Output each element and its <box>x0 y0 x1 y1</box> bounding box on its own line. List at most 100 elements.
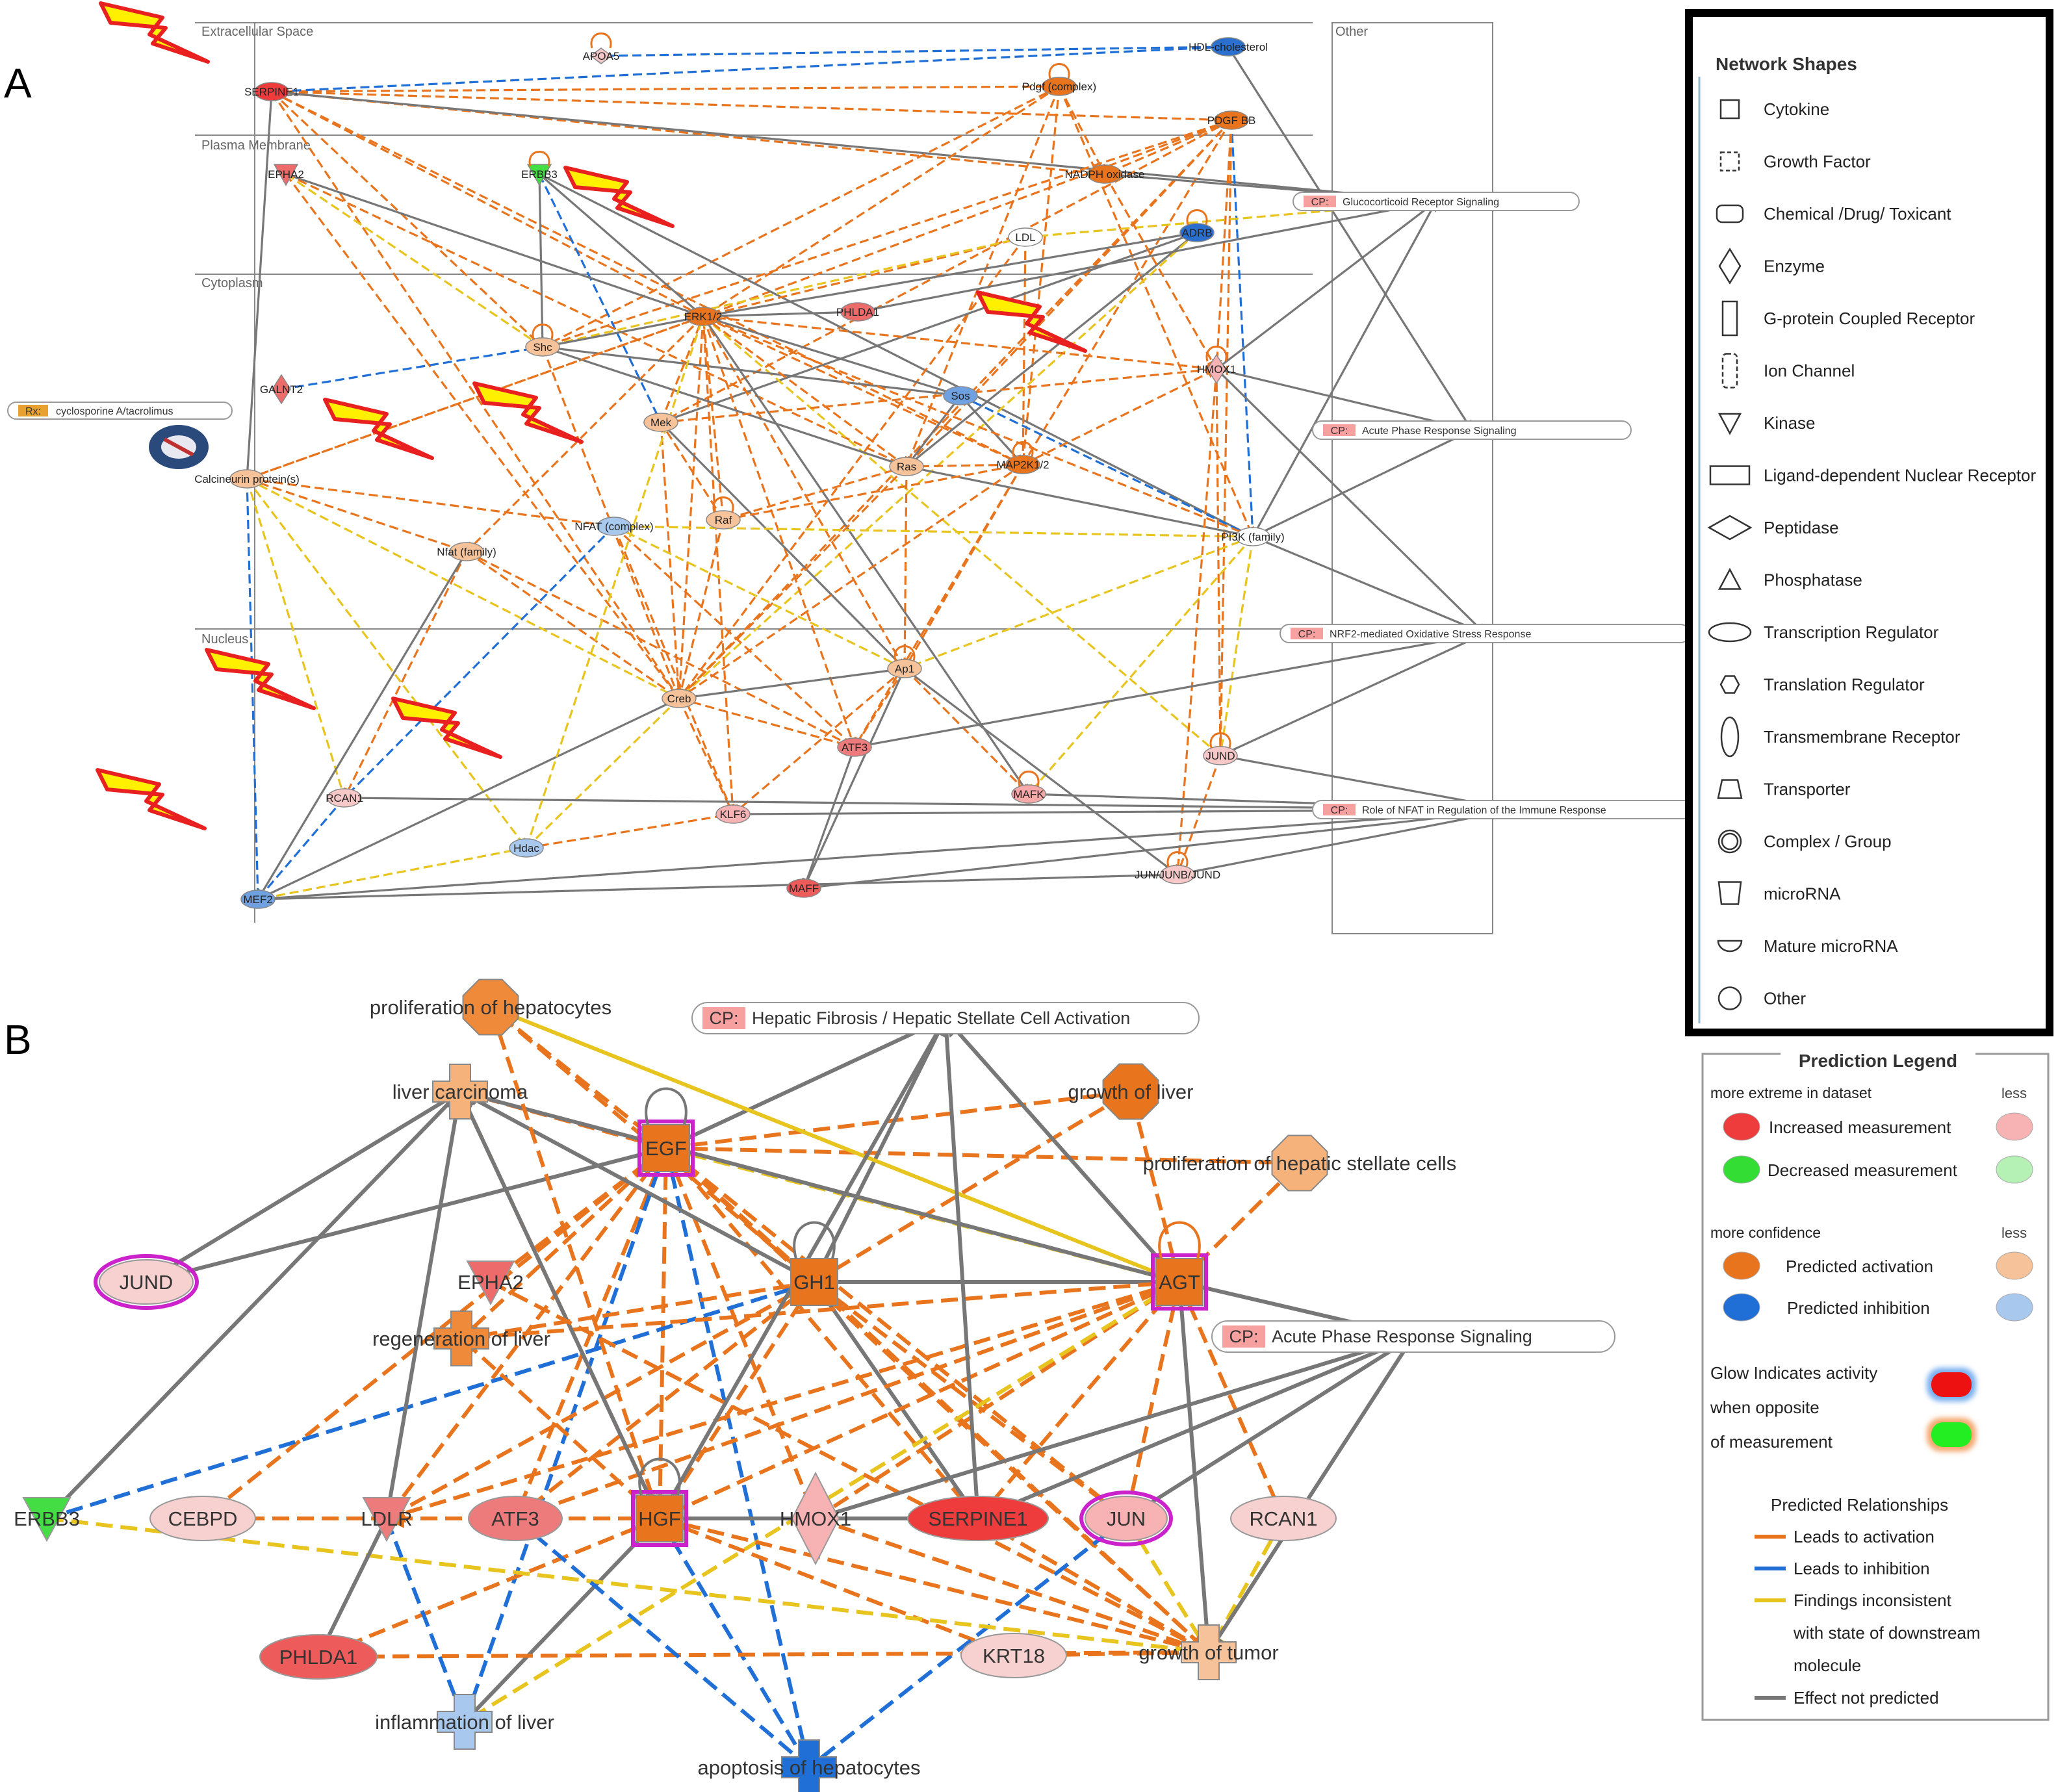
edge-pdgfbb-creb <box>678 119 1233 700</box>
prediction-legend: Prediction Legend more extreme in datase… <box>1701 1046 2050 1721</box>
b-shape-prolstell <box>1271 1134 1328 1192</box>
edge-serpine1-shc <box>270 90 544 348</box>
a-node-galnt2[interactable]: GALNT2 <box>260 374 303 405</box>
a-node-junjunbjund[interactable]: JUN/JUNB/JUND <box>1135 851 1220 884</box>
a-node-rcan1[interactable]: RCAN1 <box>326 788 363 808</box>
decreased-less-swatch <box>1996 1155 2033 1184</box>
a-shape-ap1 <box>887 659 922 678</box>
b-node-serpine1[interactable]: SERPINE1 <box>907 1496 1049 1541</box>
b-node-atf3[interactable]: ATF3 <box>468 1496 563 1541</box>
edge-calcineurin-nfatf <box>246 478 468 554</box>
a-node-pi3k[interactable]: PI3K (family) <box>1221 527 1285 546</box>
a-node-hdac[interactable]: Hdac <box>509 838 544 858</box>
b-pathway-cpB2[interactable]: CP:Acute Phase Response Signaling <box>1211 1320 1615 1353</box>
a-node-creb[interactable]: Creb <box>662 689 697 708</box>
a-node-ras[interactable]: Ras <box>889 457 924 476</box>
b-node-jun[interactable]: JUN <box>1079 1491 1173 1546</box>
a-pathway-cpA3[interactable]: CP:NRF2-mediated Oxidative Stress Respon… <box>1280 624 1690 643</box>
b-node-krt18[interactable]: KRT18 <box>960 1633 1067 1678</box>
a-node-klf6[interactable]: KLF6 <box>715 804 751 824</box>
b-node-apophep[interactable]: apoptosis of hepatocytes <box>698 1739 921 1792</box>
a-label-ldl: LDL <box>1015 231 1035 244</box>
b-node-growliver[interactable]: growth of liver <box>1068 1063 1194 1120</box>
a-node-mafk[interactable]: MAFK <box>1011 771 1046 804</box>
a-node-phlda1[interactable]: PHLDA1 <box>836 302 879 322</box>
b-node-regliver[interactable]: regeneration of liver <box>372 1311 550 1366</box>
decreased-swatch <box>1723 1155 1760 1184</box>
b-node-agt[interactable]: AGT <box>1151 1221 1208 1311</box>
a-node-hmox1[interactable]: HMOX1 <box>1197 346 1236 385</box>
b-node-erbb3[interactable]: ERBB3 <box>14 1497 80 1542</box>
b-node-growtumor[interactable]: growth of tumor <box>1138 1624 1279 1680</box>
edge-nfatc-rcan1 <box>340 525 615 802</box>
a-node-pdgfc[interactable]: Pdgf (complex) <box>1022 63 1096 96</box>
a-node-epha2[interactable]: EPHA2 <box>268 164 304 186</box>
shape-legend-label-6: Kinase <box>1764 413 1816 433</box>
a-node-erbb3[interactable]: ERBB3 <box>521 151 558 186</box>
a-node-apoa5[interactable]: APOA5 <box>583 32 620 64</box>
b-shape-inflliver <box>437 1694 493 1750</box>
a-node-nfatc[interactable]: NFAT (complex) <box>574 517 654 536</box>
shape-legend-label-4: G-protein Coupled Receptor <box>1764 309 1975 328</box>
b-node-livcarc[interactable]: liver carcinoma <box>392 1064 528 1120</box>
a-node-hdl[interactable]: HDL-cholesterol <box>1189 37 1268 57</box>
a-node-atf3[interactable]: ATF3 <box>837 737 872 757</box>
b-label-regliver: regeneration of liver <box>372 1327 550 1350</box>
a-pathway-cpA4[interactable]: CP:Role of NFAT in Regulation of the Imm… <box>1312 800 1716 819</box>
b-node-epha2[interactable]: EPHA2 <box>457 1261 524 1306</box>
a-node-ap1[interactable]: Ap1 <box>887 645 922 678</box>
edge-creb-klf6 <box>678 698 734 815</box>
b-label-egf: EGF <box>645 1137 687 1160</box>
a-shape-hdl <box>1211 37 1246 57</box>
shape-legend-label-0: Cytokine <box>1764 99 1829 119</box>
rel-activation-label: Leads to activation <box>1794 1527 1935 1546</box>
a-node-maff[interactable]: MAFF <box>786 878 821 898</box>
a-node-adrb[interactable]: ADRB <box>1179 209 1215 242</box>
a-node-mef2[interactable]: MEF2 <box>240 890 276 909</box>
a-node-pdgfbb[interactable]: PDGF BB <box>1207 110 1256 130</box>
a-node-ldl[interactable]: LDL <box>1008 227 1043 247</box>
b-node-ldlr[interactable]: LDLR <box>361 1497 413 1542</box>
a-label-mek: Mek <box>650 416 672 429</box>
b-node-rcan1[interactable]: RCAN1 <box>1230 1496 1337 1541</box>
drug-node[interactable]: Rx: cyclosporine A/tacrolimus <box>7 402 233 420</box>
b-node-phlda1[interactable]: PHLDA1 <box>259 1634 378 1680</box>
rel-inconsistent-line-3: molecule <box>1794 1656 1861 1675</box>
region-nucleus: Nucleus <box>201 632 248 646</box>
a-node-nfatf[interactable]: Nfat (family) <box>437 542 496 561</box>
b-node-prolhep[interactable]: proliferation of hepatocytes <box>370 979 611 1036</box>
a-node-serpine1[interactable]: SERPINE1 <box>244 82 299 101</box>
rel-not-predicted-label: Effect not predicted <box>1794 1688 1939 1708</box>
b-node-prolstell[interactable]: proliferation of hepatic stellate cells <box>1143 1134 1456 1192</box>
b-node-hgf[interactable]: HGF <box>631 1457 688 1547</box>
a-node-raf[interactable]: Raf <box>706 496 741 530</box>
a-node-mek[interactable]: Mek <box>643 413 678 432</box>
b-node-jund[interactable]: JUND <box>94 1254 199 1310</box>
a-pathway-cpA2[interactable]: CP:Acute Phase Response Signaling <box>1312 420 1632 440</box>
b-node-hmox1[interactable]: HMOX1 <box>780 1471 851 1566</box>
a-label-mafk: MAFK <box>1013 788 1044 800</box>
rel-inhibition-label: Leads to inhibition <box>1794 1559 1930 1578</box>
edge-erbb3-mek <box>538 173 666 426</box>
a-node-map2k12[interactable]: MAP2K1/2 <box>996 441 1049 474</box>
b-label-apophep: apoptosis of hepatocytes <box>698 1756 921 1779</box>
edge-nfatf-atf3 <box>466 550 856 749</box>
b-pathway-cpB1[interactable]: CP:Hepatic Fibrosis / Hepatic Stellate C… <box>691 1002 1200 1034</box>
edge-mef2-cpA4 <box>257 805 1515 901</box>
a-pathway-cpA1[interactable]: CP:Glucocorticoid Receptor Signaling <box>1293 192 1580 211</box>
shape-legend-label-17: Other <box>1764 989 1806 1008</box>
b-node-cebpd[interactable]: CEBPD <box>149 1496 256 1541</box>
a-node-erk12[interactable]: ERK1/2 <box>684 307 723 326</box>
edge-ap1-atf3 <box>853 668 906 749</box>
b-node-inflliver[interactable]: inflammation of liver <box>375 1694 554 1750</box>
a-node-nadph[interactable]: NADPH oxidase <box>1065 164 1145 184</box>
a-node-jund[interactable]: JUND <box>1203 732 1238 765</box>
a-node-shc[interactable]: Shc <box>525 324 560 357</box>
b-node-gh1[interactable]: GH1 <box>790 1221 838 1306</box>
shape-legend-item-1: Growth Factor <box>1719 151 1871 172</box>
a-node-calcineurin[interactable]: Calcineurin protein(s) <box>194 469 300 489</box>
b-node-egf[interactable]: EGF <box>637 1087 695 1177</box>
edge-gh1-livcarc <box>458 1090 816 1284</box>
decreased-label: Decreased measurement <box>1768 1160 1958 1180</box>
a-node-sos[interactable]: Sos <box>943 386 978 405</box>
